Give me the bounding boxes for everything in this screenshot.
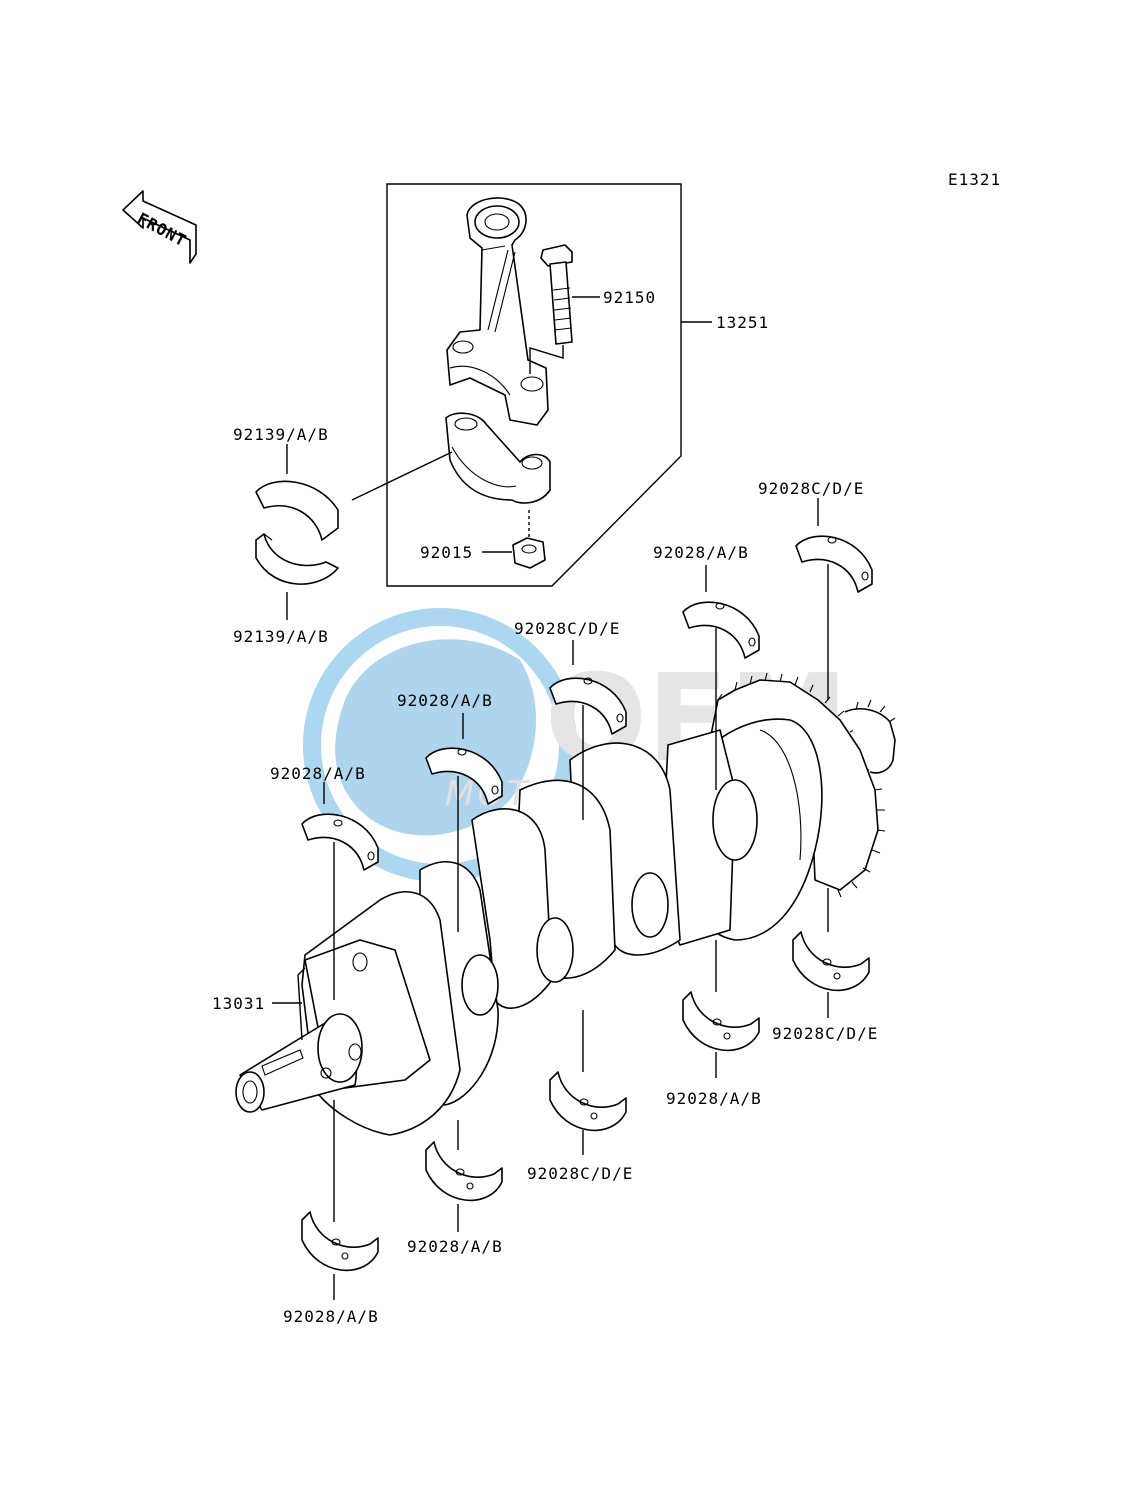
main-bearing-2-lower [425, 1141, 503, 1202]
rod-cap [445, 412, 551, 504]
label-main-2-lower: 92028/A/B [407, 1237, 503, 1256]
main-bearing-5-upper [795, 535, 873, 593]
label-main-3-upper: 92028C/D/E [514, 619, 620, 638]
crankshaft [235, 672, 896, 1136]
label-92139-upper: 92139/A/B [233, 425, 329, 444]
label-main-5-lower: 92028C/D/E [772, 1024, 878, 1043]
rod-nut [512, 510, 546, 569]
label-main-2-upper: 92028/A/B [397, 691, 493, 710]
connecting-rod-assembly-box [386, 183, 712, 587]
main-bearing-4-lower [682, 991, 760, 1052]
label-92139-lower: 92139/A/B [233, 627, 329, 646]
label-13251: 13251 [716, 313, 769, 332]
label-13031: 13031 [212, 994, 265, 1013]
main-bearing-3-lower [549, 1071, 627, 1132]
label-main-1-lower: 92028/A/B [283, 1307, 379, 1326]
rod-bolt [529, 244, 573, 374]
diagram-code: E1321 [948, 170, 1001, 189]
rod-bearing-lower [255, 533, 339, 585]
label-92015: 92015 [420, 543, 473, 562]
main-bearing-4-upper [682, 601, 760, 659]
front-arrow-icon: FRONT [122, 190, 197, 264]
main-bearing-1-lower [301, 1211, 379, 1272]
label-main-4-lower: 92028/A/B [666, 1089, 762, 1108]
main-bearing-3-upper [549, 677, 627, 735]
main-bearing-2-upper [425, 747, 503, 805]
label-main-4-upper: 92028/A/B [653, 543, 749, 562]
main-bearing-1-upper [301, 813, 379, 871]
label-main-5-upper: 92028C/D/E [758, 479, 864, 498]
label-92150: 92150 [603, 288, 656, 307]
connecting-rod [446, 197, 549, 426]
main-bearing-5-lower [792, 931, 870, 992]
label-main-1-upper: 92028/A/B [270, 764, 366, 783]
rod-bearing-upper [255, 480, 339, 541]
label-main-3-lower: 92028C/D/E [527, 1164, 633, 1183]
